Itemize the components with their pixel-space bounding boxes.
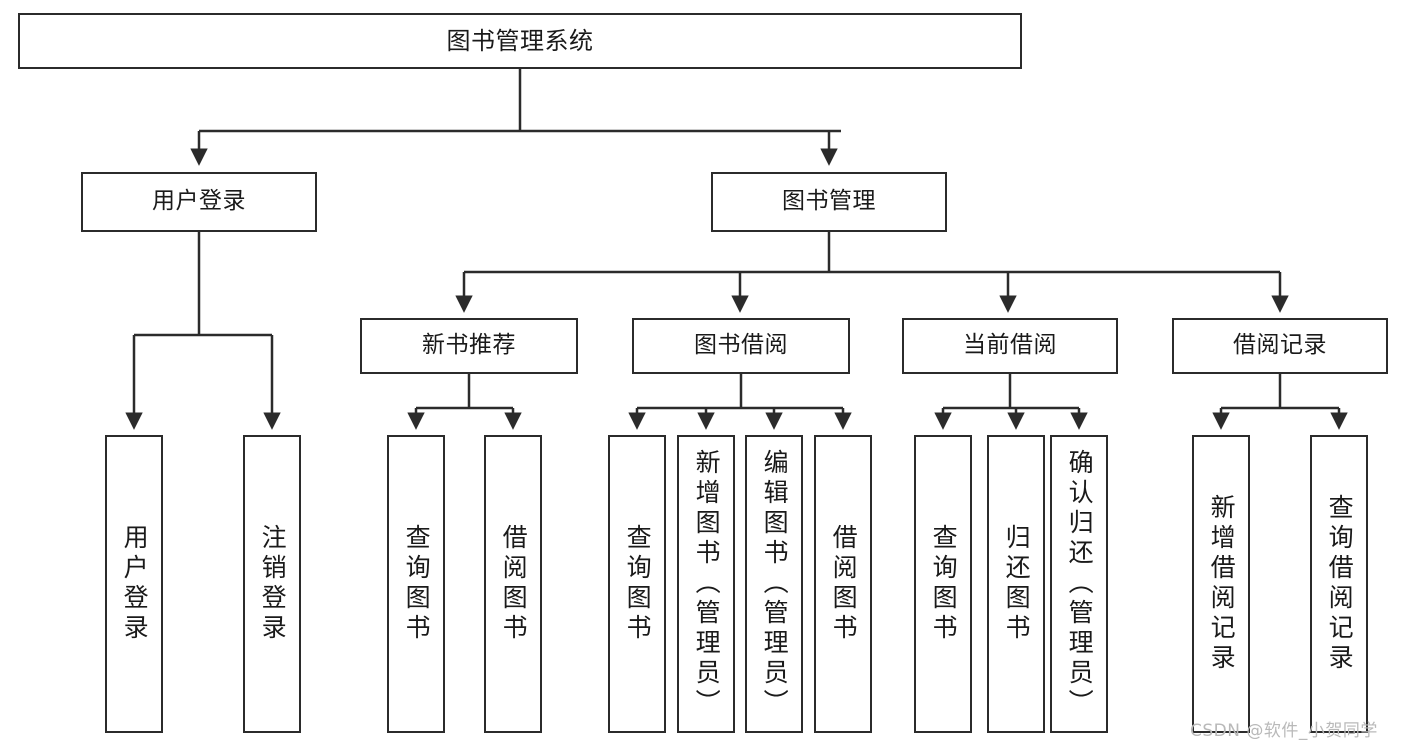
node-borrowing-record[interactable]: 借阅记录 bbox=[1172, 318, 1388, 374]
node-book-borrowing[interactable]: 图书借阅 bbox=[632, 318, 850, 374]
leaf-confirm-return-admin[interactable]: 确认归还（管理员） bbox=[1050, 435, 1108, 733]
leaf-return-book[interactable]: 归还图书 bbox=[987, 435, 1045, 733]
leaf-logout[interactable]: 注销登录 bbox=[243, 435, 301, 733]
node-book-management-system[interactable]: 图书管理系统 bbox=[18, 13, 1022, 69]
leaf-user-login[interactable]: 用户登录 bbox=[105, 435, 163, 733]
leaf-query-borrow-record[interactable]: 查询借阅记录 bbox=[1310, 435, 1368, 733]
leaf-borrow-book-bb[interactable]: 借阅图书 bbox=[814, 435, 872, 733]
node-current-borrowing[interactable]: 当前借阅 bbox=[902, 318, 1118, 374]
node-new-book-recommendation[interactable]: 新书推荐 bbox=[360, 318, 578, 374]
leaf-edit-book-admin[interactable]: 编辑图书（管理员） bbox=[745, 435, 803, 733]
leaf-query-book-nbr[interactable]: 查询图书 bbox=[387, 435, 445, 733]
leaf-borrow-book-nbr[interactable]: 借阅图书 bbox=[484, 435, 542, 733]
leaf-add-book-admin[interactable]: 新增图书（管理员） bbox=[677, 435, 735, 733]
csdn-watermark: CSDN @软件_小贺同学 bbox=[1190, 721, 1378, 741]
leaf-query-book-bb[interactable]: 查询图书 bbox=[608, 435, 666, 733]
node-book-management[interactable]: 图书管理 bbox=[711, 172, 947, 232]
leaf-query-book-cb[interactable]: 查询图书 bbox=[914, 435, 972, 733]
leaf-add-borrow-record[interactable]: 新增借阅记录 bbox=[1192, 435, 1250, 733]
node-user-login[interactable]: 用户登录 bbox=[81, 172, 317, 232]
